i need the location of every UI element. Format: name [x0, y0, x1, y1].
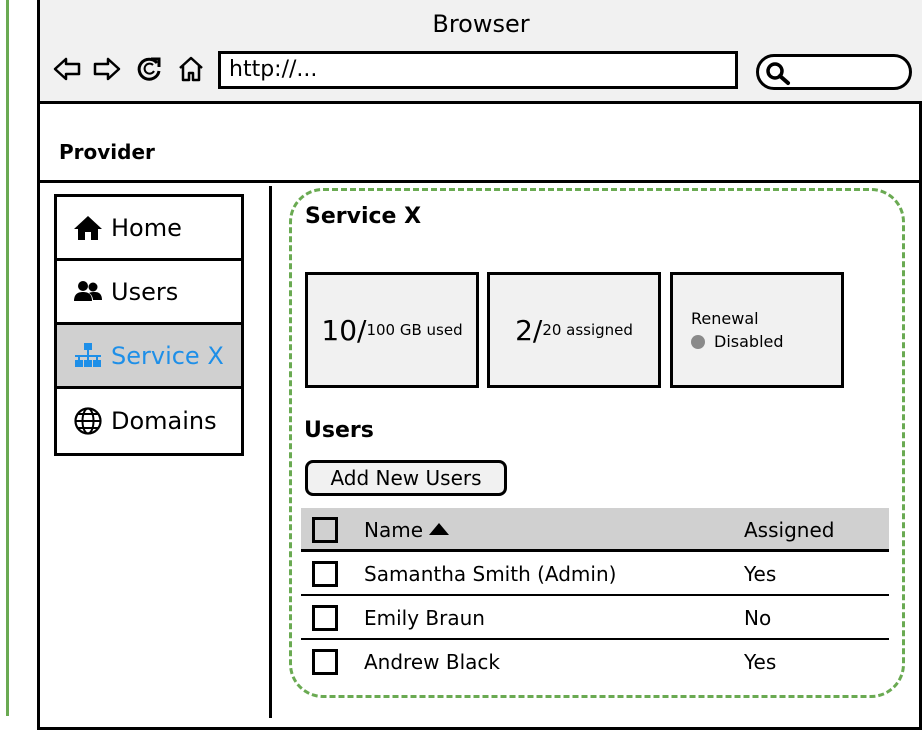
header-divider: [40, 180, 922, 183]
select-all-checkbox[interactable]: [312, 517, 338, 543]
user-assigned: No: [744, 606, 772, 630]
table-row: Andrew Black Yes: [301, 640, 889, 684]
table-row: Emily Braun No: [301, 596, 889, 640]
storage-value: 10/: [321, 313, 367, 347]
search-input[interactable]: [756, 54, 912, 90]
browser-window: Browser http://... Provider: [37, 0, 922, 730]
row-checkbox[interactable]: [312, 649, 338, 675]
sidebar-item-home[interactable]: Home: [57, 197, 241, 261]
license-caption: 20 assigned: [542, 321, 633, 339]
network-icon: [75, 342, 101, 367]
storage-caption: 100 GB used: [366, 321, 463, 339]
users-table: Name Assigned Samantha Smith (Admin) Yes…: [301, 508, 889, 684]
name-column-header[interactable]: Name: [364, 508, 450, 552]
left-accent-bar: [6, 0, 9, 716]
renewal-label: Renewal: [691, 309, 759, 328]
add-new-users-button[interactable]: Add New Users: [305, 460, 507, 496]
renewal-card: Renewal Disabled: [670, 272, 844, 388]
table-row: Samantha Smith (Admin) Yes: [301, 552, 889, 596]
sidebar-item-users[interactable]: Users: [57, 261, 241, 325]
sidebar-item-label: Users: [111, 277, 179, 306]
provider-label: Provider: [59, 140, 155, 164]
service-panel-frame: [289, 188, 905, 698]
user-assigned: Yes: [744, 650, 777, 674]
url-input[interactable]: http://...: [218, 51, 738, 89]
browser-title: Browser: [432, 10, 530, 38]
user-assigned: Yes: [744, 562, 777, 586]
page-title: Service X: [305, 204, 422, 229]
refresh-icon[interactable]: [132, 52, 166, 86]
sidebar-item-domains[interactable]: Domains: [57, 389, 241, 453]
home-icon: [74, 215, 102, 240]
renewal-status: Disabled: [691, 332, 784, 351]
users-icon: [74, 280, 102, 301]
users-section-title: Users: [304, 418, 374, 443]
sidebar-item-label: Service X: [111, 341, 224, 370]
back-arrow-icon[interactable]: [50, 52, 84, 86]
status-dot-icon: [691, 334, 705, 349]
user-name: Andrew Black: [364, 650, 500, 674]
home-nav-icon[interactable]: [174, 52, 208, 86]
name-column-label: Name: [364, 518, 424, 542]
browser-chrome: Browser http://...: [40, 0, 922, 104]
sidebar-item-label: Domains: [111, 407, 217, 435]
forward-arrow-icon[interactable]: [90, 52, 124, 86]
search-icon: [766, 62, 790, 85]
sidebar-item-label: Home: [111, 213, 182, 242]
assigned-column-header[interactable]: Assigned: [744, 518, 835, 542]
user-name: Emily Braun: [364, 606, 485, 630]
globe-icon: [74, 407, 102, 435]
storage-usage-card: 10/ 100 GB used: [305, 272, 479, 388]
sidebar-item-service-x[interactable]: Service X: [57, 325, 241, 389]
renewal-status-text: Disabled: [714, 332, 784, 351]
content-divider: [269, 186, 272, 718]
sort-ascending-icon: [429, 523, 450, 535]
table-header: Name Assigned: [301, 508, 889, 552]
license-usage-card: 2/ 20 assigned: [487, 272, 661, 388]
license-value: 2/: [515, 313, 543, 347]
row-checkbox[interactable]: [312, 561, 338, 587]
sidebar-nav: Home Users Service X: [54, 194, 244, 456]
user-name: Samantha Smith (Admin): [364, 562, 617, 586]
row-checkbox[interactable]: [312, 605, 338, 631]
